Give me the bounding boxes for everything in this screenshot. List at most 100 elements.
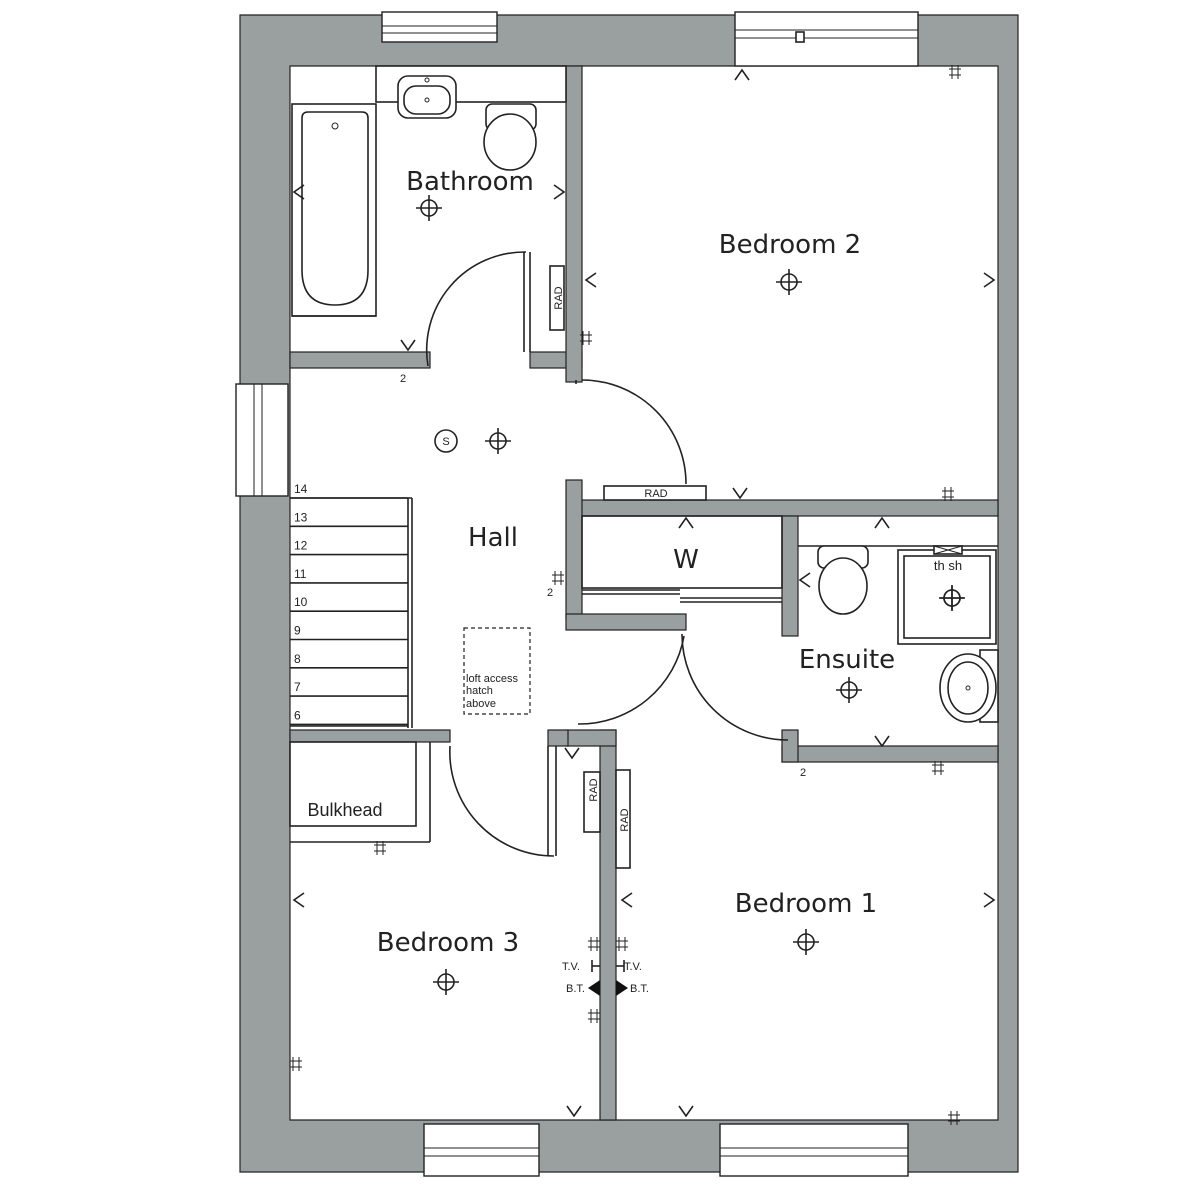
ceiling-light-icon (793, 929, 819, 955)
stair-step-number: 14 (294, 482, 308, 496)
wall-marker-chevron (620, 892, 633, 908)
stair-step-number: 10 (294, 595, 308, 609)
switch-count-hall: 2 (547, 587, 553, 599)
loft-hatch-line3: above (466, 698, 496, 710)
stair-step: 10 (290, 595, 408, 613)
loft-hatch-line2: hatch (466, 685, 493, 697)
wall-marker-chevron (564, 747, 580, 760)
bt-point-bedroom1 (616, 980, 628, 996)
wall-marker-chevron (292, 892, 305, 908)
bt-label-bedroom3: B.T. (566, 983, 585, 995)
wall-marker-chevron (874, 735, 890, 748)
wall-markers (292, 68, 996, 1118)
door-bathroom (425, 251, 531, 367)
basin (397, 75, 457, 119)
socket-icon (580, 331, 592, 345)
smoke-detector-label: S (442, 436, 449, 448)
wall-marker-chevron (874, 516, 890, 529)
room-label-bathroom: Bathroom (406, 167, 534, 197)
tv-label-bedroom1: T.V. (624, 961, 642, 973)
bt-label-bedroom1: B.T. (630, 983, 649, 995)
room-label-ensuite: Ensuite (799, 645, 895, 675)
toilet-ensuite (817, 545, 869, 615)
toilet-bathroom (483, 103, 537, 171)
ceiling-light-icon (776, 269, 802, 295)
stair-step: 14 (290, 482, 408, 499)
bt-point-bedroom3 (588, 980, 600, 996)
window-bedroom1 (719, 1123, 909, 1177)
tv-label-bedroom3: T.V. (562, 961, 580, 973)
bulkhead (289, 741, 431, 843)
radiator-label: RAD (619, 808, 631, 831)
internal-walls (289, 65, 999, 1121)
wardrobe (581, 515, 783, 603)
radiator-hall: RAD (603, 485, 707, 501)
bathroom-fixtures: RAD (291, 65, 567, 331)
window-bathroom (381, 11, 498, 43)
radiator-label: RAD (588, 778, 600, 801)
stair-step-number: 11 (294, 567, 307, 581)
radiator-label: RAD (644, 488, 667, 500)
stair-step-number: 12 (294, 539, 308, 553)
socket-icon (588, 937, 600, 951)
wall-marker-chevron (584, 272, 597, 288)
wall-marker-chevron (400, 339, 416, 352)
radiator-bathroom: RAD (549, 265, 565, 331)
socket-markers (290, 65, 961, 1125)
wall-marker-chevron (734, 68, 750, 81)
tv-bt-points: T.V. T.V. B.T. B.T. (562, 960, 649, 996)
radiator-bedroom1: RAD (615, 769, 631, 869)
socket-icon (949, 65, 961, 79)
ceiling-light-icon (836, 677, 862, 703)
loft-hatch-line1: loft access (466, 673, 518, 685)
hall-fixtures: RAD S loft access hatch above (434, 429, 707, 715)
wall-marker-chevron (798, 572, 811, 588)
wall-marker-chevron (983, 272, 996, 288)
wall-marker-chevron (566, 1105, 582, 1118)
room-label-wardrobe: W (673, 545, 699, 575)
loft-hatch: loft access hatch above (463, 627, 531, 715)
stair-step: 11 (290, 567, 408, 584)
socket-icon (552, 571, 564, 585)
wall-marker-chevron (553, 184, 566, 200)
windows (235, 11, 919, 1177)
stair-step-number: 8 (294, 652, 301, 666)
stair-step-number: 9 (294, 624, 301, 638)
stair-step-number: 7 (294, 680, 301, 694)
socket-icon (290, 1057, 302, 1071)
switch-count-ensuite: 2 (800, 767, 806, 779)
wall-marker-chevron (292, 184, 305, 200)
wall-marker-chevron (678, 516, 694, 529)
wall-marker-chevron (732, 487, 748, 500)
ceiling-lights (416, 195, 965, 995)
ensuite-basin (939, 649, 999, 723)
ceiling-light-icon (485, 428, 511, 454)
room-label-bedroom3: Bedroom 3 (377, 928, 519, 958)
room-label-bedroom1: Bedroom 1 (735, 889, 877, 919)
window-hall (235, 383, 289, 497)
socket-icon (374, 841, 386, 855)
socket-icon (588, 1009, 600, 1023)
ceiling-light-icon (416, 195, 442, 221)
room-label-bulkhead: Bulkhead (307, 800, 382, 820)
ensuite-fixtures: th sh (798, 545, 999, 723)
stair-step: 12 (290, 539, 408, 556)
wall-marker-chevron (678, 1105, 694, 1118)
socket-icon (948, 1111, 960, 1125)
switch-count-bathroom: 2 (400, 373, 406, 385)
stair-step-number: 6 (294, 708, 301, 722)
radiator-bedroom3: RAD (583, 771, 601, 833)
door-ensuite (681, 633, 789, 741)
shower-tray: th sh (897, 545, 997, 645)
doors (425, 251, 789, 857)
stair-step: 9 (290, 624, 408, 641)
door-bedroom1 (577, 635, 685, 725)
ceiling-light-icon (939, 585, 965, 611)
socket-icon (932, 761, 944, 775)
bath (291, 103, 377, 317)
wall-marker-chevron (983, 892, 996, 908)
stair-step: 6 (290, 708, 408, 726)
door-bedroom3 (449, 745, 557, 857)
smoke-detector: S (434, 429, 458, 453)
